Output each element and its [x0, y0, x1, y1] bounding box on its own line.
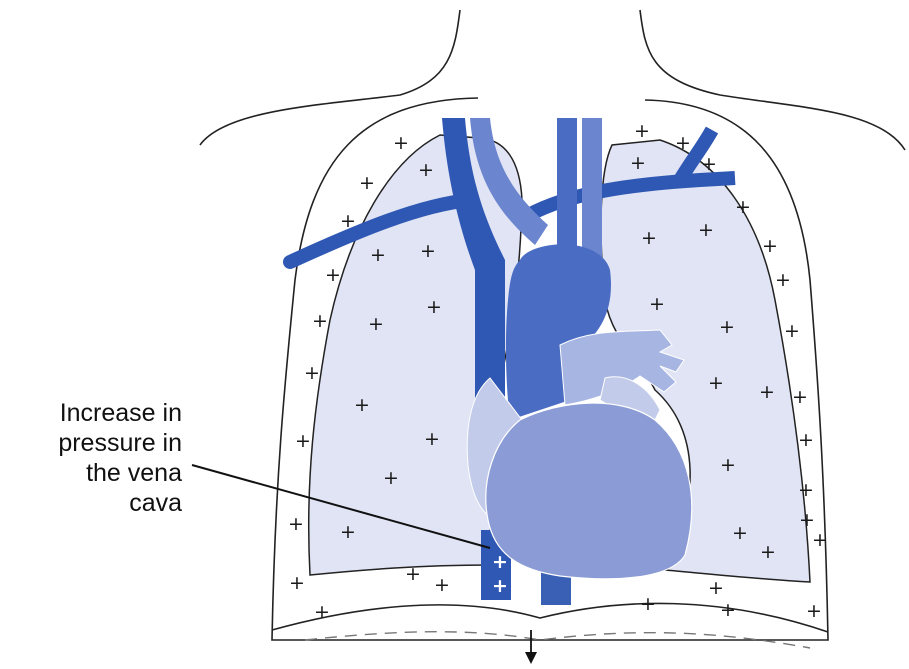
pressure-plus-sign: +	[806, 600, 822, 622]
diaphragm-line	[272, 603, 828, 632]
pressure-plus-sign: +	[312, 310, 328, 332]
pressure-plus-sign: +	[383, 467, 399, 489]
pressure-plus-sign: +	[798, 479, 814, 501]
pressure-plus-sign: +	[370, 244, 386, 266]
pressure-plus-sign: +	[720, 599, 736, 621]
pressure-plus-sign: +	[295, 430, 311, 452]
pressure-plus-sign: +	[792, 386, 808, 408]
neck-right-outline	[640, 10, 905, 150]
pressure-plus-sign: +	[424, 428, 440, 450]
down-arrow-icon	[525, 630, 537, 664]
pressure-plus-sign: +	[420, 240, 436, 262]
pressure-plus-sign: +	[314, 601, 330, 623]
pressure-plus-sign: +	[426, 296, 442, 318]
pressure-plus-sign: +	[760, 541, 776, 563]
vena-cava-plus-sign: +	[492, 551, 508, 573]
pressure-plus-sign: +	[405, 563, 421, 585]
pressure-plus-sign: +	[354, 394, 370, 416]
pressure-plus-sign: +	[368, 313, 384, 335]
neck-left-outline	[200, 10, 460, 145]
pressure-plus-sign: +	[719, 316, 735, 338]
pressure-plus-sign: +	[359, 172, 375, 194]
pressure-plus-sign: +	[720, 454, 736, 476]
right-common-carotid	[582, 118, 602, 258]
pressure-plus-sign: +	[675, 132, 691, 154]
pressure-plus-sign: +	[698, 219, 714, 241]
pressure-plus-sign: +	[288, 513, 304, 535]
pressure-plus-sign: +	[304, 362, 320, 384]
left-common-carotid	[557, 118, 577, 258]
pressure-plus-sign: +	[784, 320, 800, 342]
pressure-plus-sign: +	[701, 153, 717, 175]
pressure-plus-sign: +	[640, 593, 656, 615]
pressure-plus-sign: +	[759, 381, 775, 403]
vena-cava-plus-sign: +	[492, 575, 508, 597]
heart	[486, 403, 692, 579]
pressure-plus-sign: +	[340, 521, 356, 543]
pressure-plus-sign: +	[289, 572, 305, 594]
pressure-plus-sign: +	[325, 264, 341, 286]
pressure-plus-sign: +	[735, 196, 751, 218]
pressure-plus-sign: +	[775, 269, 791, 291]
pressure-plus-sign: +	[732, 522, 748, 544]
pressure-plus-sign: +	[708, 577, 724, 599]
pressure-plus-sign: +	[340, 210, 356, 232]
pressure-plus-sign: +	[649, 293, 665, 315]
pressure-plus-sign: +	[762, 235, 778, 257]
pressure-plus-sign: +	[641, 227, 657, 249]
pressure-plus-sign: +	[434, 574, 450, 596]
pressure-plus-sign: +	[630, 152, 646, 174]
pressure-plus-sign: +	[708, 372, 724, 394]
pressure-plus-sign: +	[798, 429, 814, 451]
pressure-plus-sign: +	[799, 509, 815, 531]
pressure-plus-sign: +	[634, 120, 650, 142]
pressure-plus-sign: +	[812, 529, 828, 551]
pressure-plus-sign: +	[418, 159, 434, 181]
pressure-plus-sign: +	[393, 132, 409, 154]
